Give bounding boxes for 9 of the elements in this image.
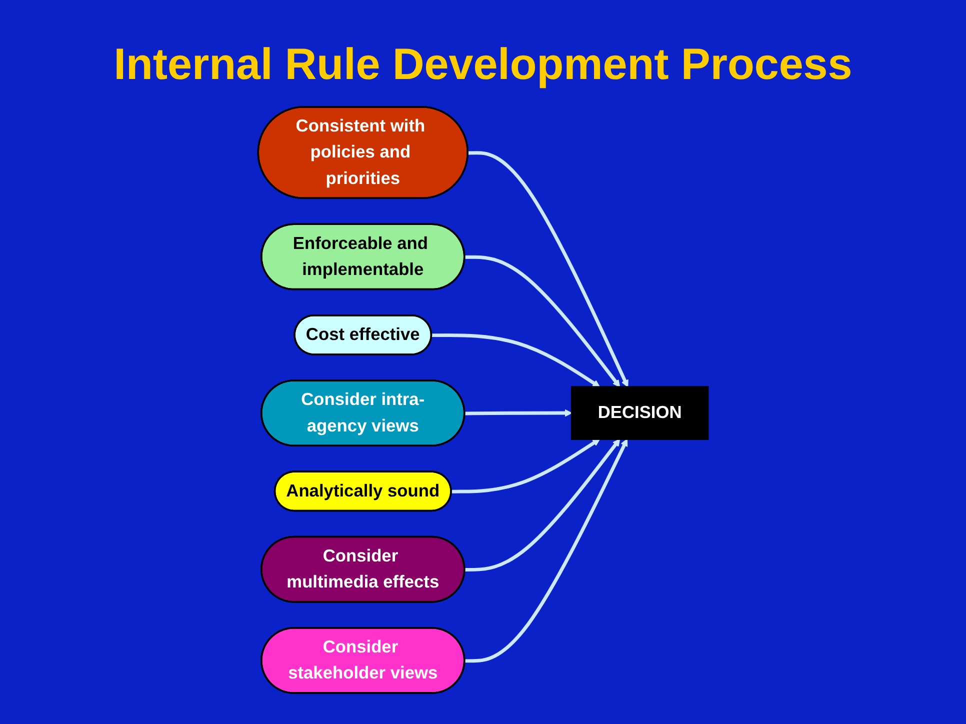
arrow bbox=[464, 438, 620, 572]
arrow bbox=[464, 255, 620, 388]
arrow bbox=[451, 438, 600, 494]
node-box: DECISION bbox=[570, 386, 709, 440]
title: Internal Rule Development Process bbox=[112, 40, 854, 90]
arrow bbox=[464, 409, 572, 417]
arrow bbox=[464, 438, 628, 663]
arrow bbox=[432, 333, 600, 388]
arrow bbox=[468, 151, 628, 388]
